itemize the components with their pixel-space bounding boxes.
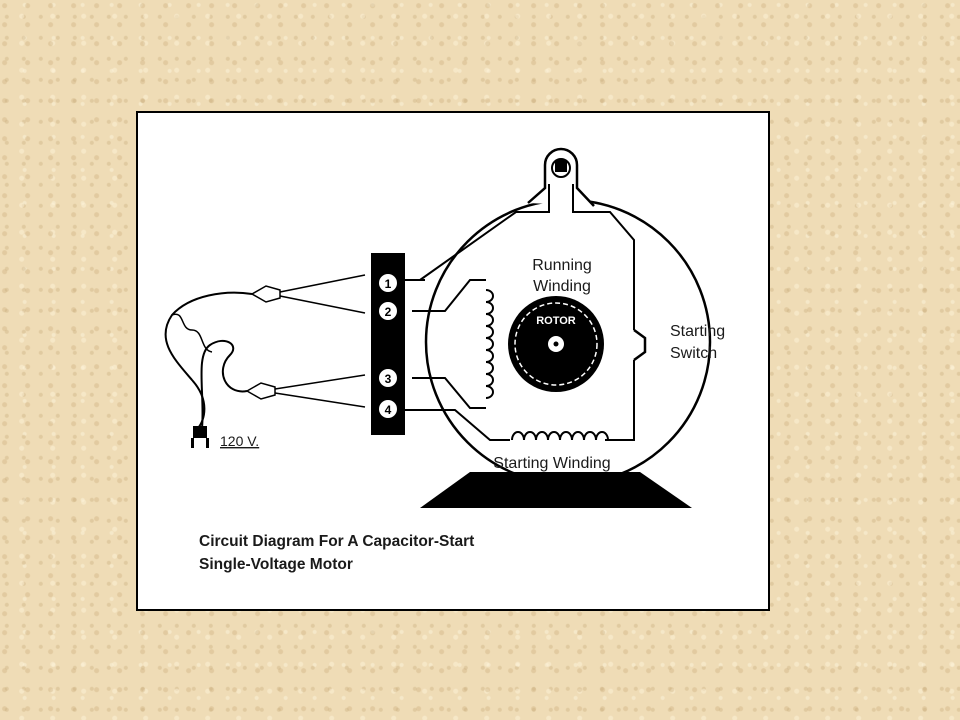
running-winding-label: Running xyxy=(532,257,592,274)
supply-wire-4 xyxy=(274,392,366,408)
starting-winding-coil xyxy=(511,431,609,441)
power-cord-b xyxy=(200,339,248,429)
terminal-4: 4 xyxy=(379,400,397,418)
rotor-shaft-center xyxy=(553,341,559,347)
caption-line-2: Single-Voltage Motor xyxy=(199,556,353,573)
motor-base xyxy=(420,472,692,508)
running-winding-lead-bottom xyxy=(412,377,486,409)
inner-wire-top-left xyxy=(419,184,550,281)
starting-switch-label: Starting xyxy=(670,323,725,340)
inner-wire-bottom xyxy=(420,409,510,441)
running-winding-lead-top xyxy=(412,279,486,312)
wire-connector-upper xyxy=(250,285,281,303)
power-cord-a xyxy=(164,291,253,429)
starting-switch xyxy=(633,328,647,362)
running-winding-coil xyxy=(485,289,494,399)
inner-wire-right-lower xyxy=(605,360,635,441)
running-winding-label-2: Winding xyxy=(533,278,591,295)
supply-wire-1 xyxy=(279,274,366,293)
svg-text:1: 1 xyxy=(385,277,392,291)
inner-wire-top-right xyxy=(572,184,635,330)
plug-prong-left xyxy=(191,438,194,448)
power-cord-twist xyxy=(171,313,213,353)
starting-switch-label-2: Switch xyxy=(670,345,717,362)
starting-winding-label: Starting Winding xyxy=(493,455,610,472)
rotor-label: ROTOR xyxy=(536,315,576,327)
plug-body xyxy=(193,426,207,438)
diagram-frame xyxy=(136,111,770,611)
svg-text:4: 4 xyxy=(385,403,392,417)
terminal-3: 3 xyxy=(379,369,397,387)
svg-text:3: 3 xyxy=(385,372,392,386)
supply-wire-2 xyxy=(279,295,366,314)
supply-wire-3 xyxy=(274,374,366,390)
svg-text:2: 2 xyxy=(385,305,392,319)
lug-bolt xyxy=(551,158,571,178)
wire-connector-lower xyxy=(245,382,276,400)
rotor-ring xyxy=(514,302,598,386)
voltage-label: 120 V. xyxy=(220,433,259,449)
plug-prong-right xyxy=(206,438,209,448)
lug-bolt-head xyxy=(555,160,567,172)
terminal-2: 2 xyxy=(379,302,397,320)
terminal-1: 1 xyxy=(379,274,397,292)
caption-line-1: Circuit Diagram For A Capacitor-Start xyxy=(199,533,474,550)
